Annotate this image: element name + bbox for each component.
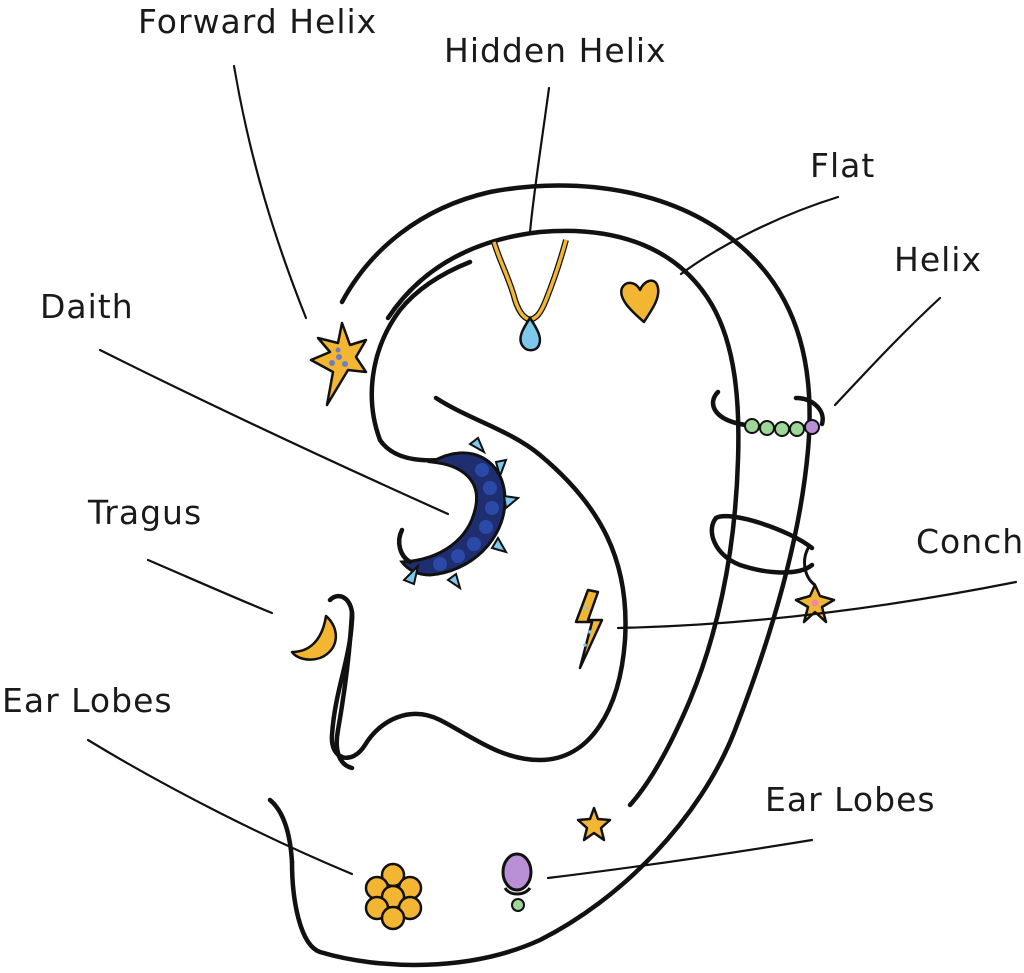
label-forward-helix: Forward Helix (138, 2, 377, 41)
lobe-crease (267, 797, 295, 865)
leader-tragus (146, 558, 274, 615)
tragus-edge (334, 609, 355, 771)
lobe-gem-jewel (501, 852, 533, 912)
daith-jewel (397, 436, 521, 591)
leader-ear-lobes-right (546, 838, 814, 880)
label-flat: Flat (810, 146, 875, 185)
label-hidden-helix: Hidden Helix (444, 31, 667, 70)
hidden-helix-jewel (491, 239, 569, 352)
conch-hoop-jewel (709, 513, 836, 624)
leader-flat (679, 195, 840, 276)
leader-lines (86, 64, 1018, 880)
label-ear-lobes-left: Ear Lobes (2, 681, 173, 720)
antihelix-inner (327, 395, 628, 763)
ear-outline (267, 183, 812, 968)
label-ear-lobes-right: Ear Lobes (765, 780, 936, 819)
labels: Forward Helix Hidden Helix Flat Helix Da… (2, 2, 1024, 819)
leader-ear-lobes-left (86, 738, 354, 876)
lobe-flower-jewel (364, 862, 423, 931)
label-conch: Conch (916, 522, 1024, 561)
tragus-moon-jewel (290, 614, 337, 661)
leader-forward-helix (232, 64, 308, 320)
inner-helix-edge (385, 228, 741, 808)
label-daith: Daith (40, 287, 134, 326)
leader-hidden-helix (528, 86, 551, 234)
concha-edge (377, 437, 443, 463)
flat-heart-jewel (619, 279, 660, 324)
forward-helix-jewel (309, 321, 368, 407)
label-tragus: Tragus (87, 493, 202, 532)
conch-bolt-jewel (574, 588, 604, 670)
leader-conch (616, 580, 1018, 630)
antihelix (369, 259, 473, 443)
leader-helix (833, 296, 942, 407)
helix-hoop-jewel (710, 389, 825, 437)
outer-helix-rim (289, 183, 812, 968)
small-star-jewel (576, 806, 612, 842)
leader-daith (98, 348, 450, 516)
label-helix: Helix (894, 240, 982, 279)
